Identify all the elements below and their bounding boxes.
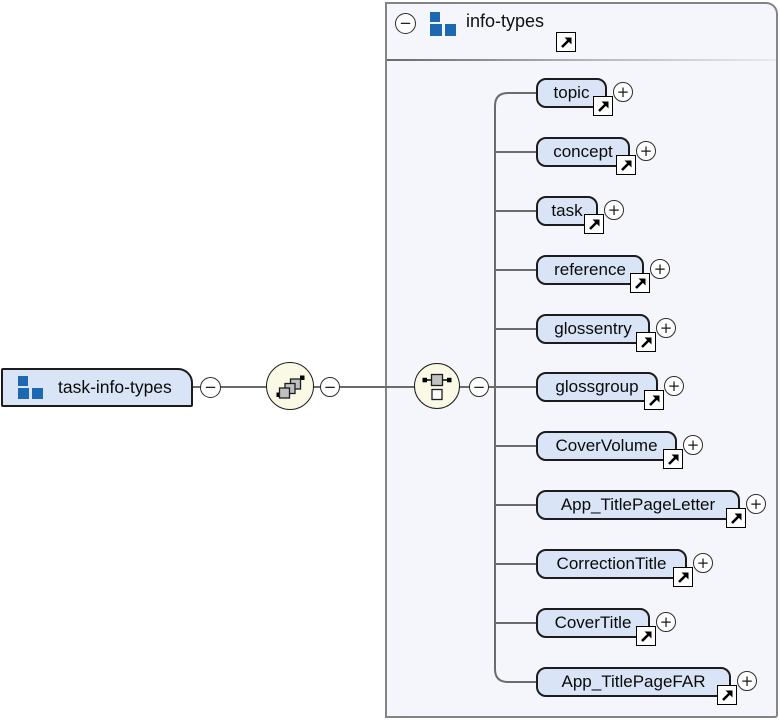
root-element-label: task-info-types xyxy=(58,377,172,397)
goto-definition-icon[interactable] xyxy=(726,508,746,528)
element-node-concept[interactable]: concept + xyxy=(536,137,656,175)
element-label: glossentry xyxy=(554,319,632,338)
element-box[interactable]: CorrectionTitle xyxy=(536,549,687,579)
element-node-topic[interactable]: topic + xyxy=(536,78,633,116)
element-label: task xyxy=(551,201,583,220)
element-box[interactable]: CoverVolume xyxy=(536,431,677,461)
element-label: CoverTitle xyxy=(554,613,632,632)
element-node-task[interactable]: task + xyxy=(536,196,624,234)
goto-definition-icon[interactable] xyxy=(616,155,636,175)
element-box[interactable]: App_TitlePageLetter xyxy=(536,490,740,520)
panel-separator xyxy=(387,59,776,61)
collapse-choice-button[interactable]: − xyxy=(469,377,489,397)
element-node-reference[interactable]: reference + xyxy=(536,255,670,293)
sequence-compositor-icon[interactable] xyxy=(266,362,314,410)
expand-button[interactable]: + xyxy=(746,494,766,514)
expand-button[interactable]: + xyxy=(693,553,713,573)
goto-definition-icon[interactable] xyxy=(630,273,650,293)
element-label: CoverVolume xyxy=(555,436,658,455)
element-label: reference xyxy=(554,260,626,279)
element-label: App_TitlePageLetter xyxy=(560,495,716,514)
collapse-root-button[interactable]: − xyxy=(200,377,221,398)
expand-button[interactable]: + xyxy=(683,435,703,455)
element-node-glossgroup[interactable]: glossgroup + xyxy=(536,372,684,410)
element-box[interactable]: glossgroup xyxy=(536,372,658,402)
info-types-panel xyxy=(385,2,778,718)
element-node-glossentry[interactable]: glossentry + xyxy=(536,314,676,352)
element-group-icon xyxy=(17,375,43,401)
expand-button[interactable]: + xyxy=(636,141,656,161)
element-box[interactable]: glossentry xyxy=(536,314,650,344)
element-label: CorrectionTitle xyxy=(556,554,667,573)
goto-definition-icon[interactable] xyxy=(717,685,737,705)
element-node-app-titlepageletter[interactable]: App_TitlePageLetter + xyxy=(536,490,766,528)
element-label: App_TitlePageFAR xyxy=(561,672,706,691)
goto-definition-icon[interactable] xyxy=(663,449,683,469)
goto-definition-icon[interactable] xyxy=(584,214,604,234)
goto-definition-icon[interactable] xyxy=(593,96,613,116)
expand-button[interactable]: + xyxy=(664,376,684,396)
panel-title: info-types xyxy=(466,11,545,31)
root-element-node[interactable]: task-info-types xyxy=(1,368,193,407)
collapse-sequence-button[interactable]: − xyxy=(320,377,340,397)
goto-definition-icon[interactable] xyxy=(644,390,664,410)
goto-definition-icon[interactable] xyxy=(673,567,693,587)
element-label: concept xyxy=(553,142,613,161)
goto-definition-icon[interactable] xyxy=(636,332,656,352)
expand-button[interactable]: + xyxy=(656,612,676,632)
goto-definition-icon[interactable] xyxy=(636,626,656,646)
expand-button[interactable]: + xyxy=(737,671,757,691)
expand-button[interactable]: + xyxy=(613,82,633,102)
expand-button[interactable]: + xyxy=(650,259,670,279)
element-box[interactable]: App_TitlePageFAR xyxy=(536,667,731,697)
element-box[interactable]: concept xyxy=(536,137,630,167)
expand-button[interactable]: + xyxy=(604,200,624,220)
element-box[interactable]: reference xyxy=(536,255,644,285)
element-node-covervolume[interactable]: CoverVolume + xyxy=(536,431,703,469)
element-node-covertitle[interactable]: CoverTitle + xyxy=(536,608,676,646)
collapse-group-button[interactable]: − xyxy=(395,13,416,34)
group-icon xyxy=(429,11,456,38)
element-box[interactable]: CoverTitle xyxy=(536,608,650,638)
expand-button[interactable]: + xyxy=(656,318,676,338)
element-label: glossgroup xyxy=(555,377,639,396)
choice-compositor-icon[interactable] xyxy=(414,363,460,409)
element-node-app-titlepagefar[interactable]: App_TitlePageFAR + xyxy=(536,667,757,705)
goto-definition-icon[interactable] xyxy=(556,32,576,52)
element-node-correctiontitle[interactable]: CorrectionTitle + xyxy=(536,549,713,587)
element-label: topic xyxy=(553,83,590,102)
